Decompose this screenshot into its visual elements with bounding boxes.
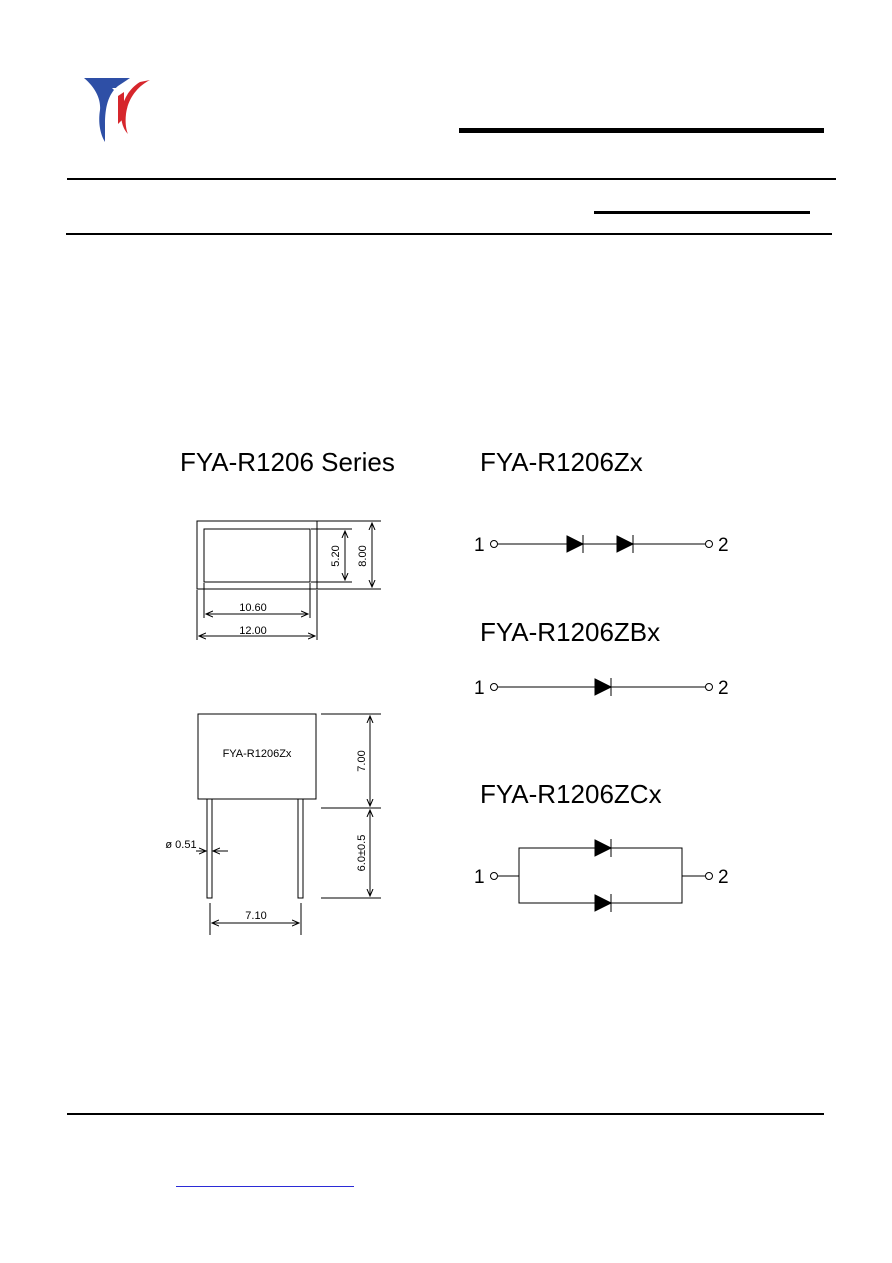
- dim-label-outer-width: 12.00: [239, 625, 267, 637]
- zbx-pin-1-label: 1: [474, 678, 485, 699]
- zcx-terminal-2: [705, 872, 713, 880]
- zbx-terminal-1: [490, 683, 498, 691]
- top-view-outer-body: [196, 520, 318, 590]
- zcx-terminal-1: [490, 872, 498, 880]
- zx-diode-2-icon: [616, 535, 635, 553]
- zx-diode-1-icon: [566, 535, 585, 553]
- zx-terminal-1: [490, 540, 498, 548]
- schematic-zx: [490, 535, 713, 553]
- footer-rule: [67, 1113, 824, 1115]
- dim-label-inner-width: 10.60: [239, 602, 267, 614]
- side-view-body: [197, 713, 317, 800]
- schematic-zbx-title: FYA-R1206ZBx: [480, 617, 661, 647]
- side-view: [196, 713, 381, 935]
- schematic-zx-title: FYA-R1206Zx: [480, 447, 643, 477]
- zcx-diode-bottom-icon: [594, 894, 613, 912]
- dim-label-body-height: 7.00: [356, 750, 368, 771]
- schematic-zcx: [490, 839, 713, 912]
- zcx-pin-2-label: 2: [718, 867, 729, 888]
- header-top-rule: [67, 178, 836, 180]
- zx-terminal-2: [705, 540, 713, 548]
- zcx-diode-top-icon: [594, 839, 613, 857]
- dim-label-lead-diameter: ø 0.51: [165, 839, 196, 851]
- zx-pin-2-label: 2: [718, 535, 729, 556]
- zx-pin-1-label: 1: [474, 535, 485, 556]
- footer-link-underline[interactable]: [176, 1186, 354, 1187]
- zbx-terminal-2: [705, 683, 713, 691]
- zcx-pin-1-label: 1: [474, 867, 485, 888]
- side-view-body-label: FYA-R1206Zx: [223, 748, 292, 760]
- zbx-pin-2-label: 2: [718, 678, 729, 699]
- lead-left: [206, 798, 213, 899]
- dim-label-lead-length: 6.0±0.5: [356, 835, 368, 872]
- zbx-diode-icon: [594, 678, 613, 696]
- top-view: [196, 520, 381, 640]
- top-view-inner-window: [203, 528, 311, 583]
- lead-right: [297, 798, 304, 899]
- header-bottom-rule: [66, 233, 832, 235]
- header-title-rule: [459, 128, 824, 133]
- schematic-zcx-title: FYA-R1206ZCx: [480, 779, 662, 809]
- dim-label-inner-height: 5.20: [330, 545, 342, 566]
- dim-label-lead-spacing: 7.10: [245, 910, 266, 922]
- series-title: FYA-R1206 Series: [180, 447, 395, 477]
- schematic-zbx: [490, 678, 713, 696]
- header-subtitle-rule: [594, 211, 810, 214]
- dim-label-outer-height: 8.00: [357, 545, 369, 566]
- company-logo: [84, 78, 150, 142]
